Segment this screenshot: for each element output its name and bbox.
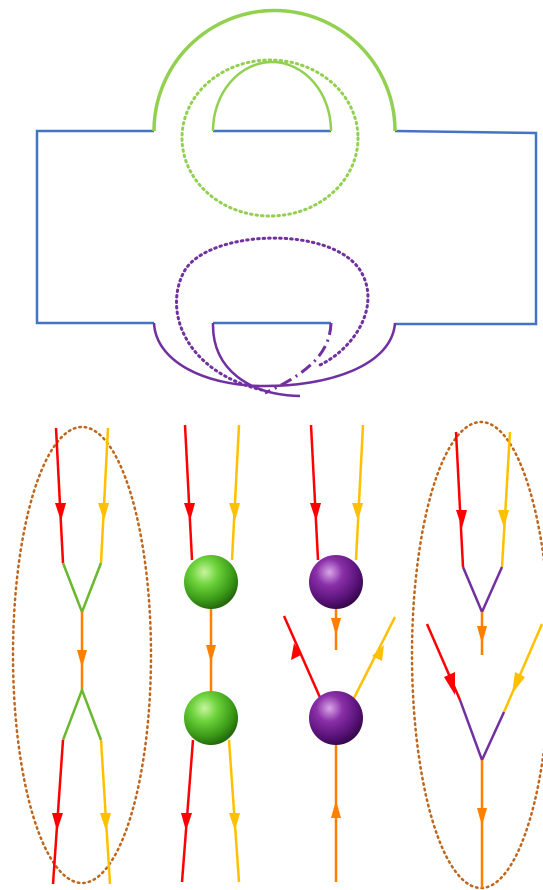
panel-4-yellow-mid	[502, 623, 543, 713]
panel-4-dotted-ellipse	[410, 420, 543, 890]
panel-4-yellow-in-arrow	[498, 510, 509, 528]
panel-4-orange-bottom-arrow	[477, 808, 487, 826]
panel-1-yellow-in-arrow	[98, 503, 109, 521]
panel-1-yellow-out-arrow	[100, 813, 111, 831]
purple-dashdot-segment	[264, 322, 333, 395]
panel-4-yellow-in	[500, 431, 512, 568]
panel-3-yellow-in-arrow	[352, 503, 363, 521]
green-sphere-diagram	[180, 424, 241, 883]
panel-3-yellow-out	[350, 616, 397, 703]
panel-4-purple-vertex-bottom	[458, 699, 506, 764]
purple-circle-dotted	[175, 236, 370, 392]
panel-4-orange-top-arrow	[477, 626, 487, 644]
panel-4-red-mid-arrow	[444, 672, 455, 695]
panel-1-yellow-out	[99, 739, 112, 885]
purple-sphere-diagram	[282, 424, 397, 882]
panel-1-red-in	[54, 427, 65, 564]
green-arc-inner	[211, 60, 333, 132]
panel-2-green-sphere-top	[184, 555, 238, 609]
panel-2-orange-arrow	[206, 645, 216, 663]
panel-3-red-out-arrow	[291, 643, 301, 660]
panel-4-yellow-mid-arrow	[512, 672, 525, 694]
panel-2-red-in	[183, 424, 194, 561]
panel-3-red-in	[309, 424, 320, 561]
purple-handle-solid	[152, 322, 397, 388]
panel-1-red-out-arrow	[52, 813, 63, 831]
panel-2-red-out	[180, 739, 195, 883]
panel-3-orange-top-arrow	[331, 618, 341, 636]
panel-1-green-vertex-top	[61, 562, 103, 616]
panel-3-orange-bottom-arrow	[331, 800, 341, 818]
panel-3-red-in-arrow	[310, 503, 321, 521]
panel-4-purple-vertex-top	[461, 566, 504, 616]
blue-frame-right	[394, 129, 538, 326]
panel-2-red-out-arrow	[181, 813, 192, 831]
panel-3-yellow-in	[354, 424, 365, 561]
bottom-figure	[11, 420, 543, 890]
panel-2-red-in-arrow	[184, 503, 195, 521]
panel-4-red-in-arrow	[456, 510, 467, 528]
panel-2-green-sphere-bottom	[184, 691, 238, 745]
panel-2-yellow-out	[227, 739, 241, 883]
panel-4-red-in	[454, 431, 465, 568]
purple-vertex-diagram	[410, 420, 543, 890]
panel-1-dotted-ellipse	[11, 425, 153, 885]
purple-arc-inner	[211, 322, 301, 398]
top-figure	[35, 8, 538, 398]
panel-2-yellow-in-arrow	[229, 503, 240, 521]
panel-3-red-out	[282, 615, 324, 703]
green-circle-dotted	[180, 58, 360, 218]
panel-1-red-in-arrow	[55, 503, 66, 521]
panel-3-yellow-out-arrow	[372, 645, 384, 661]
panel-4-red-mid	[425, 623, 462, 701]
panel-1-red-out	[51, 739, 65, 885]
panel-1-green-vertex-bottom	[61, 686, 103, 741]
panel-3-purple-sphere-top	[309, 555, 363, 609]
panel-1-orange-arrow	[77, 650, 87, 668]
panel-1-yellow-in	[99, 427, 110, 564]
panel-3-purple-sphere-bottom	[309, 691, 363, 745]
panel-2-yellow-out-arrow	[229, 813, 240, 831]
blue-frame-left	[35, 129, 154, 325]
panel-2-yellow-in	[230, 424, 241, 561]
green-vertex-diagram	[11, 425, 153, 885]
green-handle-solid	[152, 8, 397, 132]
